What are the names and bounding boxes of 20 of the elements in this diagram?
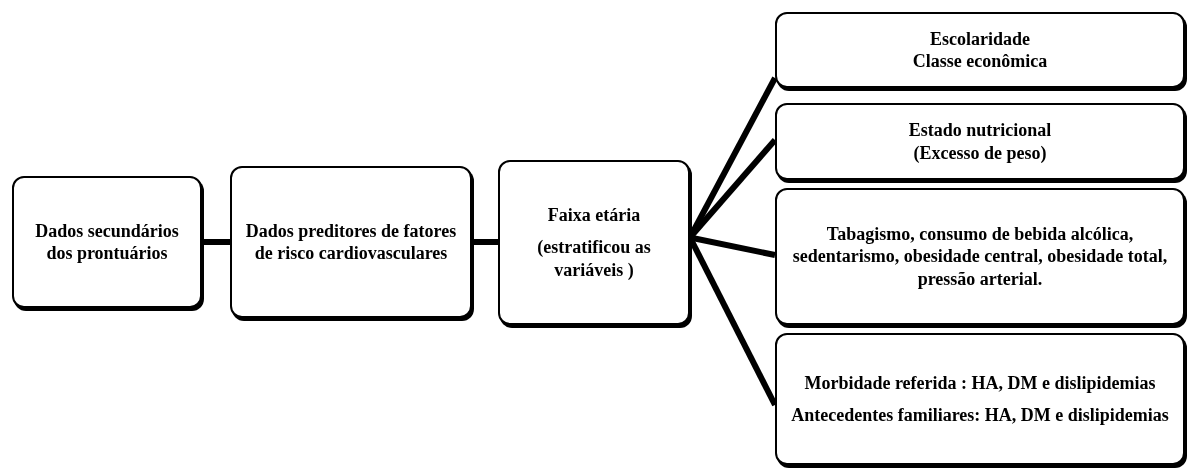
box-text: Tabagismo, consumo de bebida alcólica, sedentarismo, obesidade central, obesidade total, pressão arterial. bbox=[791, 222, 1169, 291]
box-text: Dados preditores de fatores de risco cardiovasculares bbox=[244, 219, 458, 265]
connector-line bbox=[202, 239, 230, 245]
box-text: Estado nutricional bbox=[908, 119, 1052, 142]
rounded-box bbox=[775, 188, 1185, 325]
rounded-box bbox=[775, 333, 1185, 465]
box-text: Morbidade referida : HA, DM e dislipidemias bbox=[804, 371, 1156, 394]
box-text: (Excesso de peso) bbox=[913, 141, 1047, 164]
connector-line bbox=[472, 239, 498, 245]
rounded-box bbox=[498, 160, 690, 325]
box-text: Escolaridade bbox=[930, 27, 1030, 50]
rounded-box bbox=[775, 12, 1185, 88]
box-text: Faixa etária bbox=[547, 203, 641, 227]
rounded-box bbox=[775, 103, 1185, 180]
box-text: Antecedentes familiares: HA, DM e dislipidemias bbox=[791, 404, 1169, 427]
rounded-box bbox=[230, 166, 472, 318]
box-text: Dados secundários dos prontuários bbox=[34, 219, 180, 265]
rounded-box bbox=[12, 176, 202, 308]
box-text: (estratificou as variáveis ) bbox=[536, 236, 652, 282]
box-text: Classe econômica bbox=[912, 50, 1048, 73]
